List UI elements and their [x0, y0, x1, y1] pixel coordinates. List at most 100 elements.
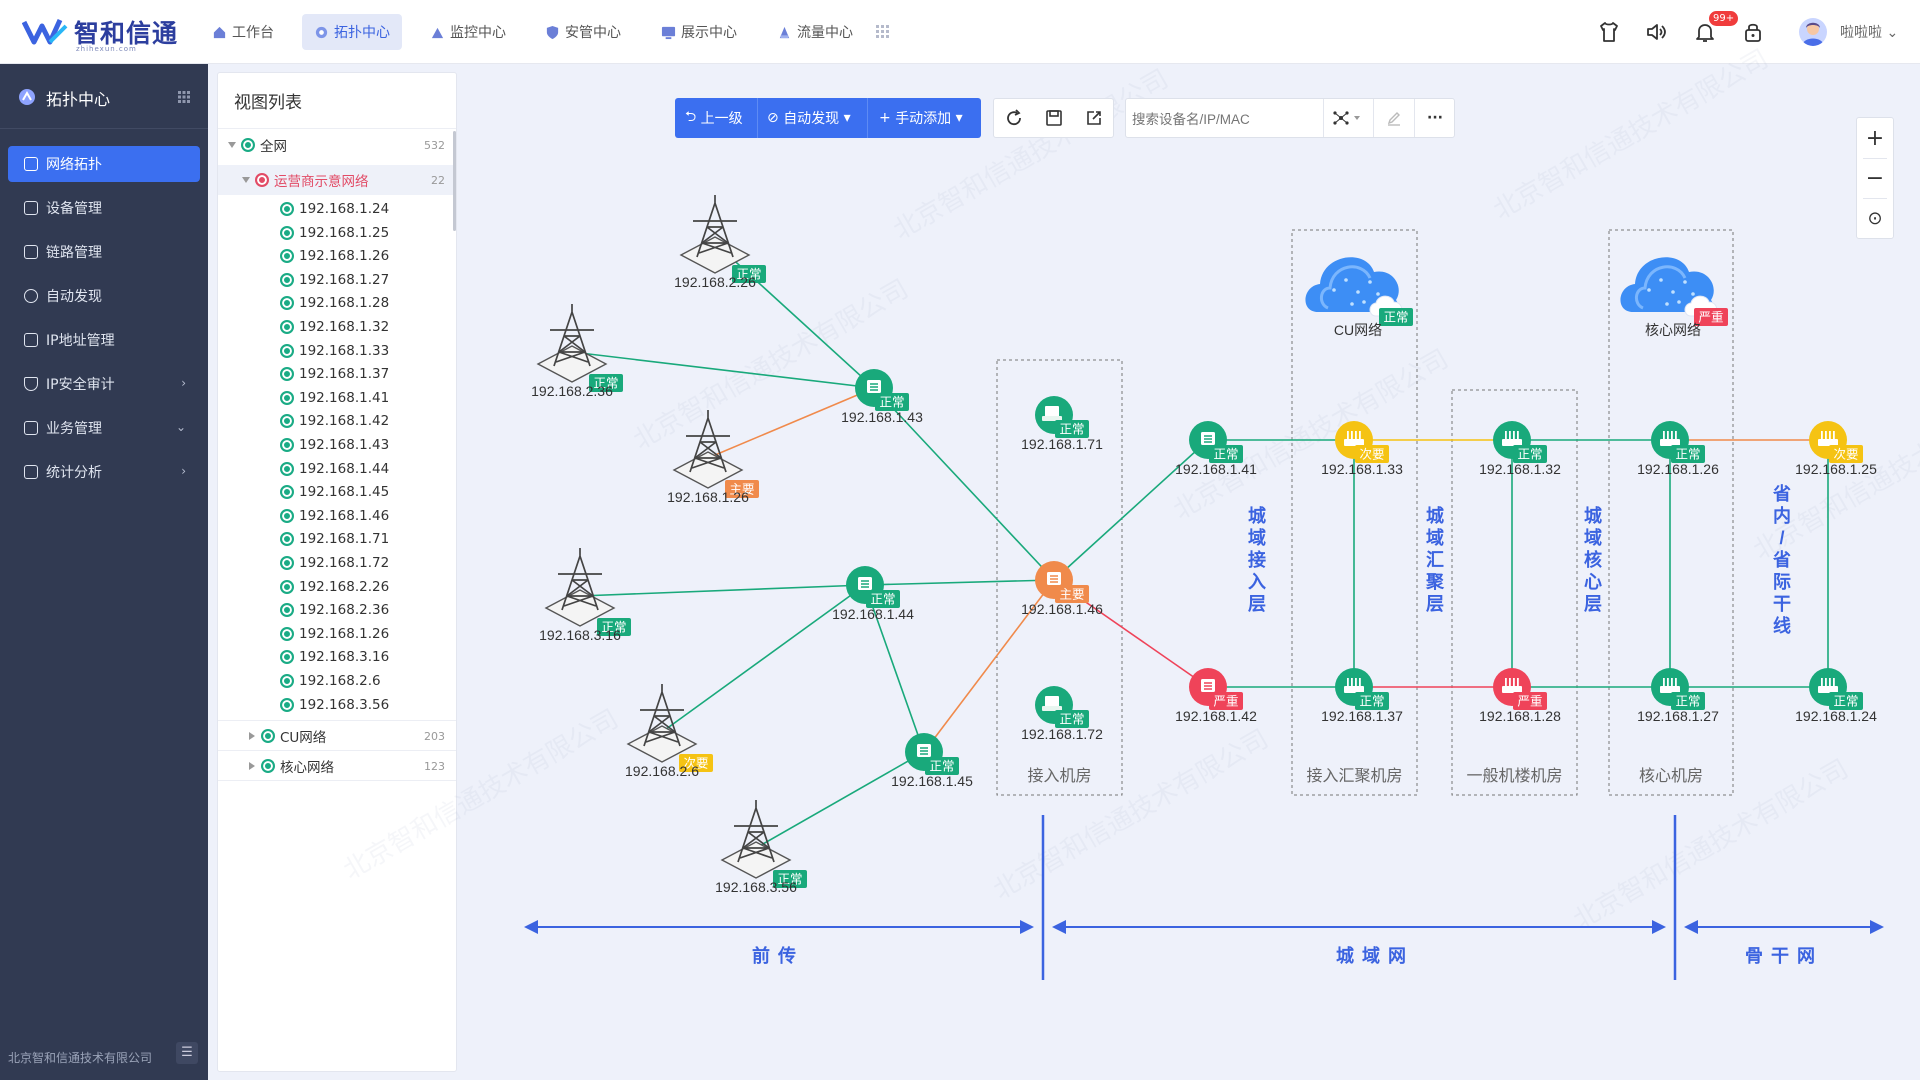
tree-leaf-ip[interactable]: 192.168.1.37 [280, 363, 389, 385]
export-button[interactable] [1074, 99, 1114, 137]
tree-leaf-ip[interactable]: 192.168.1.28 [280, 292, 389, 314]
link-line[interactable] [755, 751, 925, 849]
link-line[interactable] [579, 584, 866, 597]
link-line[interactable] [661, 584, 866, 733]
tree-leaf-ip[interactable]: 192.168.1.25 [280, 222, 389, 244]
tree-leaf-ip[interactable]: 192.168.3.56 [280, 694, 389, 716]
tree-leaf-ip[interactable]: 192.168.1.45 [280, 481, 389, 503]
shirt-icon[interactable] [1597, 20, 1621, 44]
brand-logo[interactable]: 智和信通 zhihexun.com [22, 12, 177, 53]
link-line[interactable] [1053, 439, 1209, 581]
speaker-icon[interactable] [1645, 20, 1669, 44]
tree-leaf-ip[interactable]: 192.168.1.42 [280, 410, 389, 432]
link-line[interactable] [707, 387, 875, 459]
more-button[interactable]: ··· [1415, 99, 1455, 137]
sidebar-item-link-management[interactable]: 链路管理 [8, 234, 200, 270]
zoom-in-button[interactable]: + [1857, 118, 1893, 158]
node-label: 核心网络 [1645, 322, 1701, 338]
link-line[interactable] [864, 579, 1055, 586]
sidebar-item-business[interactable]: 业务管理⌄ [8, 410, 200, 446]
sidebar-item-ip-management[interactable]: IP地址管理 [8, 322, 200, 358]
nav-display[interactable]: 展示中心 [649, 14, 749, 50]
tree-leaf-ip[interactable]: 192.168.2.6 [280, 670, 381, 692]
link-line[interactable] [571, 351, 875, 389]
fit-view-button[interactable]: ⊙ [1857, 198, 1893, 238]
tree-leaf-ip[interactable]: 192.168.2.36 [280, 599, 389, 621]
edit-button[interactable] [1374, 99, 1414, 137]
search-input[interactable] [1132, 108, 1322, 130]
nav-traffic[interactable]: 流量中心 [765, 14, 865, 50]
tree-leaf-ip[interactable]: 192.168.1.46 [280, 505, 389, 527]
avatar[interactable] [1799, 18, 1827, 46]
up-level-button[interactable]: ⮌ 上一级 [685, 98, 743, 138]
link-line[interactable] [864, 584, 925, 753]
tree-leaf-ip[interactable]: 192.168.1.33 [280, 340, 389, 362]
tree-leaf-ip[interactable]: 192.168.1.44 [280, 458, 389, 480]
sidebar-item-ip-audit[interactable]: IP安全审计› [8, 366, 200, 402]
nav-monitor[interactable]: 监控中心 [418, 14, 518, 50]
refresh-button[interactable] [994, 99, 1034, 137]
tree-leaf-ip[interactable]: 192.168.1.26 [280, 623, 389, 645]
sidebar-item-auto-discovery[interactable]: 自动发现 [8, 278, 200, 314]
auto-discover-button[interactable]: ⊘ 自动发现 ▾ [767, 98, 851, 138]
tree-leaf-ip[interactable]: 192.168.1.71 [280, 528, 389, 550]
link-line[interactable] [873, 387, 1055, 581]
tree-leaf-ip[interactable]: 192.168.1.24 [280, 198, 389, 220]
link-line[interactable] [923, 579, 1055, 753]
tree-node-group[interactable]: 运营商示意网络 22 [218, 165, 453, 195]
tree-leaf-ip[interactable]: 192.168.3.16 [280, 646, 389, 668]
layout-select[interactable] [1324, 99, 1372, 137]
nav-topology[interactable]: 拓扑中心 [302, 14, 402, 50]
tree-leaf-ip[interactable]: 192.168.1.26 [280, 245, 389, 267]
tree-node-cu[interactable]: CU网络 203 [249, 725, 453, 747]
grid-icon[interactable] [178, 91, 190, 103]
sidebar-item-network-topology[interactable]: 网络拓扑 [8, 146, 200, 182]
tree-leaf-ip[interactable]: 192.168.1.27 [280, 269, 389, 291]
scrollbar[interactable] [453, 131, 456, 231]
sidebar-item-statistics[interactable]: 统计分析› [8, 454, 200, 490]
nav-security[interactable]: 安管中心 [533, 14, 633, 50]
tree-leaf-ip[interactable]: 192.168.2.26 [280, 576, 389, 598]
manual-add-button[interactable]: + 手动添加 ▾ [879, 98, 963, 138]
tree-node-root[interactable]: 全网 532 [228, 134, 453, 156]
username[interactable]: 啦啦啦 ⌄ [1840, 22, 1898, 42]
save-button[interactable] [1034, 99, 1074, 137]
sidebar-item-device-management[interactable]: 设备管理 [8, 190, 200, 226]
tree-leaf-ip[interactable]: 192.168.1.41 [280, 387, 389, 409]
tree-leaf-ip[interactable]: 192.168.1.32 [280, 316, 389, 338]
nav-workbench[interactable]: 工作台 [200, 14, 286, 50]
bell-icon[interactable] [1693, 20, 1717, 44]
tree-leaf-ip[interactable]: 192.168.1.43 [280, 434, 389, 456]
device-icon [280, 556, 294, 570]
tree-node-core[interactable]: 核心网络 123 [249, 755, 453, 777]
tree-leaf-ip[interactable]: 192.168.1.72 [280, 552, 389, 574]
collapse-menu-icon[interactable]: ☰ [176, 1042, 198, 1064]
lock-icon[interactable] [1741, 20, 1765, 44]
zoom-out-button[interactable]: − [1857, 158, 1893, 198]
apps-grid-icon[interactable] [876, 24, 890, 38]
